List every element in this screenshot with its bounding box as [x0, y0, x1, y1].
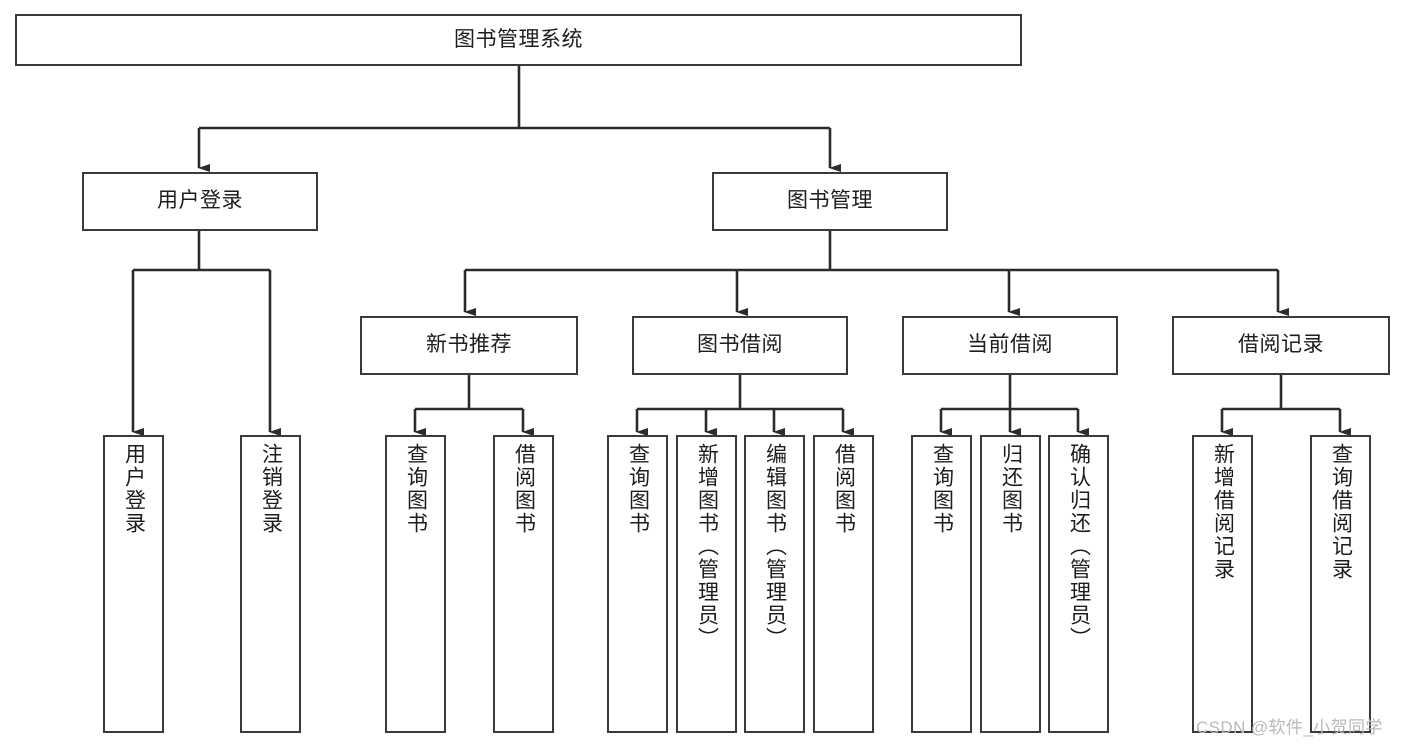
node-label: 图书借阅	[697, 333, 783, 357]
node-user-login[interactable]: 用户登录	[82, 172, 318, 231]
leaf-book-borrow-query-books[interactable]: 查询图书	[607, 435, 668, 733]
node-book-borrow[interactable]: 图书借阅	[632, 316, 848, 375]
leaf-new-book-query-books[interactable]: 查询图书	[385, 435, 446, 733]
node-new-book-recommend[interactable]: 新书推荐	[360, 316, 578, 375]
leaf-current-borrow-confirm-return-admin[interactable]: 确认归还（管理员）	[1048, 435, 1109, 733]
node-label: 借阅图书	[512, 443, 536, 535]
node-label: 借阅记录	[1238, 333, 1324, 357]
node-label: 图书管理	[787, 189, 873, 213]
leaf-current-borrow-return-books[interactable]: 归还图书	[980, 435, 1041, 733]
node-label: 当前借阅	[967, 333, 1053, 357]
node-label: 确认归还（管理员）	[1067, 443, 1091, 650]
node-label: 归还图书	[999, 443, 1023, 535]
node-borrow-record[interactable]: 借阅记录	[1172, 316, 1390, 375]
node-label: 编辑图书（管理员）	[763, 443, 787, 650]
node-label: 查询借阅记录	[1329, 443, 1353, 581]
leaf-borrow-record-query-record[interactable]: 查询借阅记录	[1310, 435, 1371, 733]
node-label: 查询图书	[404, 443, 428, 535]
node-label: 借阅图书	[832, 443, 856, 535]
node-label: 用户登录	[157, 189, 243, 213]
node-label: 查询图书	[930, 443, 954, 535]
node-label: 新增借阅记录	[1211, 443, 1235, 581]
node-label: 新书推荐	[426, 333, 512, 357]
leaf-user-login[interactable]: 用户登录	[103, 435, 164, 733]
leaf-current-borrow-query-books[interactable]: 查询图书	[911, 435, 972, 733]
node-label: 新增图书（管理员）	[695, 443, 719, 650]
node-book-management[interactable]: 图书管理	[712, 172, 948, 231]
node-current-borrow[interactable]: 当前借阅	[902, 316, 1118, 375]
leaf-book-borrow-borrow-books[interactable]: 借阅图书	[813, 435, 874, 733]
leaf-book-borrow-add-book-admin[interactable]: 新增图书（管理员）	[676, 435, 737, 733]
leaf-logout-login[interactable]: 注销登录	[240, 435, 301, 733]
leaf-new-book-borrow-books[interactable]: 借阅图书	[493, 435, 554, 733]
leaf-book-borrow-edit-book-admin[interactable]: 编辑图书（管理员）	[744, 435, 805, 733]
leaf-borrow-record-add-record[interactable]: 新增借阅记录	[1192, 435, 1253, 733]
node-label: 注销登录	[259, 443, 283, 535]
node-label: 图书管理系统	[454, 27, 583, 51]
node-label: 用户登录	[122, 443, 146, 535]
node-label: 查询图书	[626, 443, 650, 535]
node-root-book-management-system[interactable]: 图书管理系统	[15, 14, 1022, 66]
